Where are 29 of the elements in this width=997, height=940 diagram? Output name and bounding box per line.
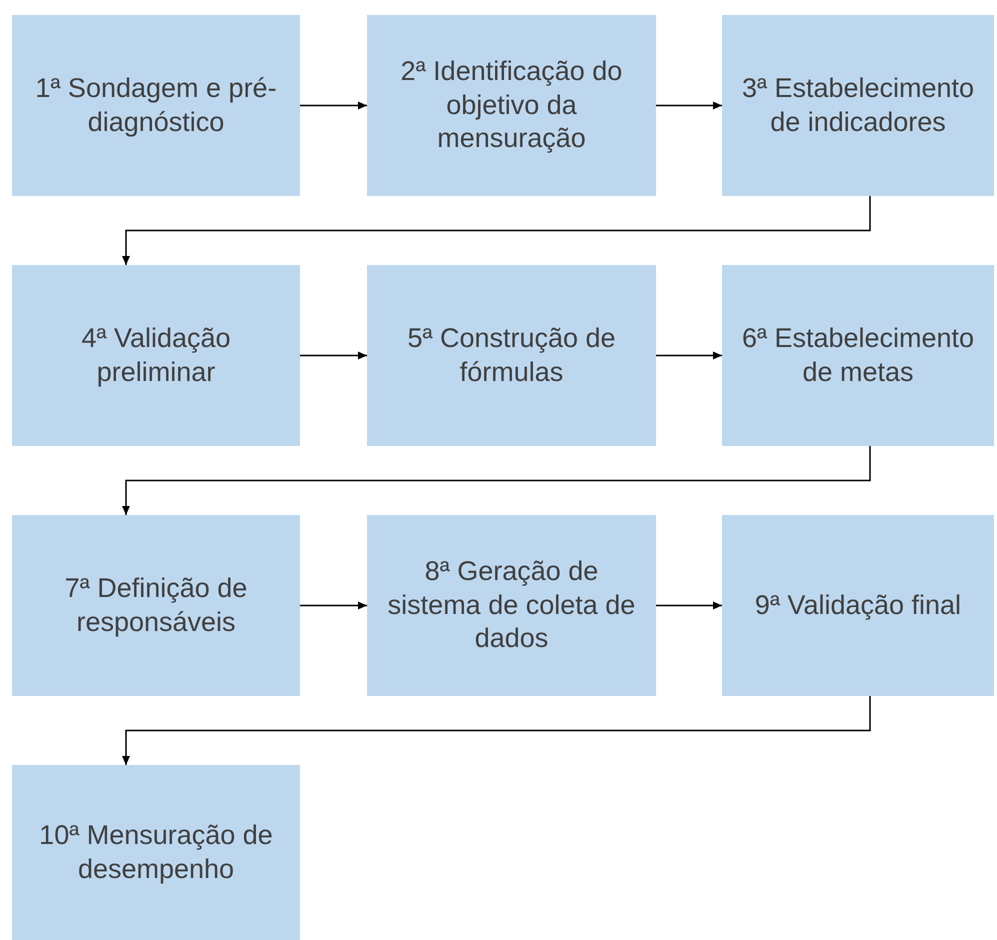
arrow xyxy=(300,352,367,360)
process-box xyxy=(367,265,656,446)
process-box xyxy=(12,515,300,696)
arrow xyxy=(656,102,722,110)
process-box xyxy=(12,765,300,940)
arrow xyxy=(300,102,367,110)
arrow xyxy=(300,602,367,610)
arrow xyxy=(656,352,722,360)
arrow xyxy=(656,602,722,610)
process-box xyxy=(12,265,300,446)
step-label: 1ª Sondagem e pré-diagnóstico xyxy=(34,72,278,139)
step-label: 9ª Validação final xyxy=(754,588,962,622)
arrow xyxy=(122,196,871,265)
step-label: 3ª Estabelecimento de indicadores xyxy=(740,72,976,138)
process-box xyxy=(12,15,300,196)
process-box xyxy=(367,515,656,696)
step-label: 8ª Geração de sistema de coleta de dados xyxy=(386,554,636,656)
process-box xyxy=(722,15,994,196)
arrow xyxy=(122,696,871,765)
step-label: 6ª Estabelecimento de metas xyxy=(740,322,976,388)
step-label: 5ª Construção de fórmulas xyxy=(406,322,617,388)
step-label: 7ª Definição de responsáveis xyxy=(64,572,248,639)
step-label: 4ª Validação preliminar xyxy=(80,322,232,389)
process-box xyxy=(367,15,656,196)
process-box xyxy=(722,515,994,696)
arrow xyxy=(122,446,871,515)
step-label: 2ª Identificação do objetivo da mensuração xyxy=(400,54,624,156)
step-label: 10ª Mensuração de desempenho xyxy=(38,818,274,886)
process-box xyxy=(722,265,994,446)
